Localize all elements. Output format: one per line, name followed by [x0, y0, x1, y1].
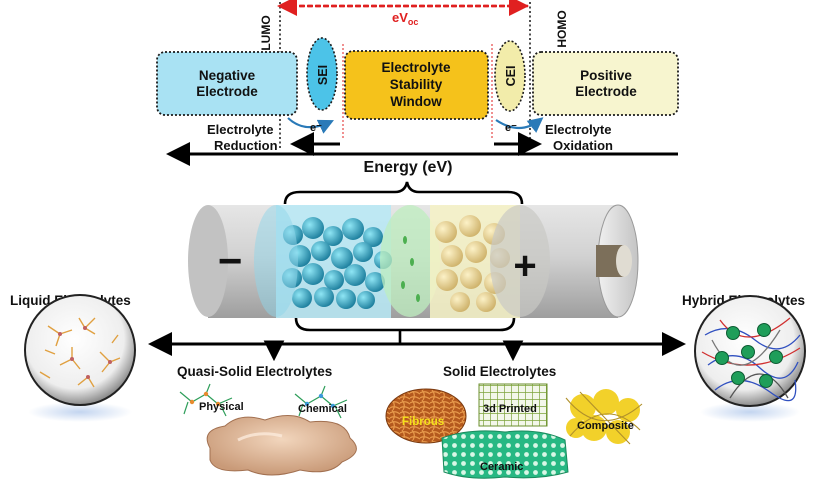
physical-label: Physical	[199, 401, 244, 413]
fibrous-sample	[385, 388, 467, 444]
printed-label: 3d Printed	[483, 403, 537, 415]
composite-sample	[565, 389, 643, 445]
homo-label: HOMO	[555, 10, 569, 47]
composite-label: Composite	[577, 420, 634, 432]
stability-window-line2: Stability	[390, 77, 443, 92]
ceramic-sample	[441, 430, 569, 479]
negative-electrode-box	[156, 51, 298, 116]
chemical-label: Chemical	[298, 403, 347, 415]
electron-left-label: e⁻	[310, 122, 322, 134]
oxidation-label-line2: Oxidation	[553, 138, 613, 153]
separator	[380, 205, 440, 317]
upper-bracket	[283, 181, 524, 205]
negative-electrode-line2: Electrode	[196, 84, 258, 99]
reduction-electron-arc	[287, 117, 334, 134]
voc-label: eVoc	[392, 10, 418, 27]
solid-electrolytes-label: Solid Electrolytes	[443, 364, 556, 379]
ceramic-label: Ceramic	[480, 461, 523, 473]
stability-window-box	[344, 50, 489, 120]
sei-label: SEI	[316, 65, 330, 85]
quasi-solid-electrolytes-label: Quasi-Solid Electrolytes	[177, 364, 332, 379]
stability-window-line1: Electrolyte	[381, 60, 451, 75]
stability-window-line3: Window	[390, 94, 442, 109]
liquid-electrolyte-sphere	[24, 294, 136, 406]
energy-axis-label: Energy (eV)	[364, 159, 453, 176]
lower-bracket	[294, 317, 516, 332]
printed-sample	[478, 383, 548, 427]
battery-minus-sign: −	[218, 237, 243, 284]
sei-ellipse	[306, 37, 338, 111]
hybrid-particles	[715, 323, 783, 388]
oxidation-label-line1: Electrolyte	[545, 122, 611, 137]
battery-cell	[188, 204, 639, 318]
battery-plus-sign: +	[513, 244, 536, 288]
quasi-solid-gel-blob	[206, 415, 357, 476]
fibrous-label: Fibrous	[402, 416, 444, 428]
positive-electrode-line2: Electrode	[575, 84, 637, 99]
oxidation-electron-arc	[495, 117, 544, 133]
positive-electrode-line1: Positive	[580, 68, 632, 83]
positive-electrode-box	[532, 51, 679, 116]
cei-ellipse	[494, 40, 526, 112]
electron-right-label: e⁻	[505, 122, 517, 134]
reduction-label-line1: Electrolyte	[207, 122, 273, 137]
negative-electrode-line1: Negative	[199, 68, 256, 83]
cei-label: CEI	[504, 66, 518, 87]
reduction-label-line2: Reduction	[214, 138, 278, 153]
lumo-label: LUMO	[259, 15, 273, 50]
